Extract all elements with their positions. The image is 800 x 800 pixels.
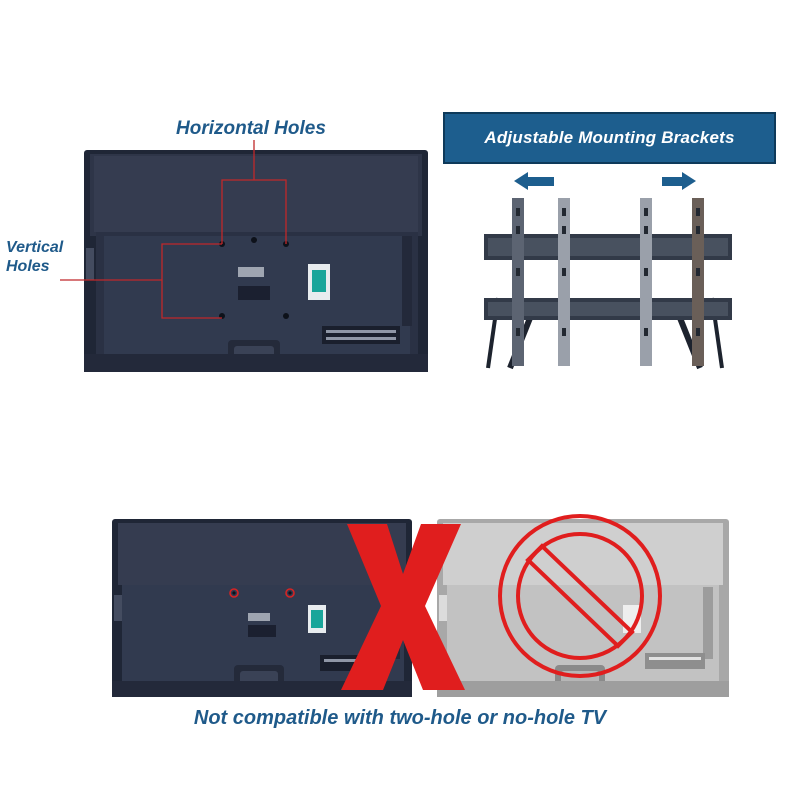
arrow-right-icon (662, 172, 696, 190)
compatibility-caption: Not compatible with two-hole or no-hole … (193, 707, 607, 729)
vertical-holes-label: Vertical Holes (6, 238, 63, 276)
prohibited-icon (498, 514, 662, 678)
tv-back-four-hole (60, 140, 428, 372)
mounting-bracket-illustration (484, 172, 732, 370)
tv-back-two-hole (112, 519, 412, 697)
mounting-brackets-banner: Adjustable Mounting Brackets (443, 112, 776, 164)
vertical-holes-label-line2: Holes (6, 258, 50, 275)
red-x-icon (341, 524, 465, 690)
vertical-holes-label-line1: Vertical (6, 239, 64, 256)
horizontal-holes-label: Horizontal Holes (176, 118, 326, 139)
arrow-left-icon (514, 172, 554, 190)
